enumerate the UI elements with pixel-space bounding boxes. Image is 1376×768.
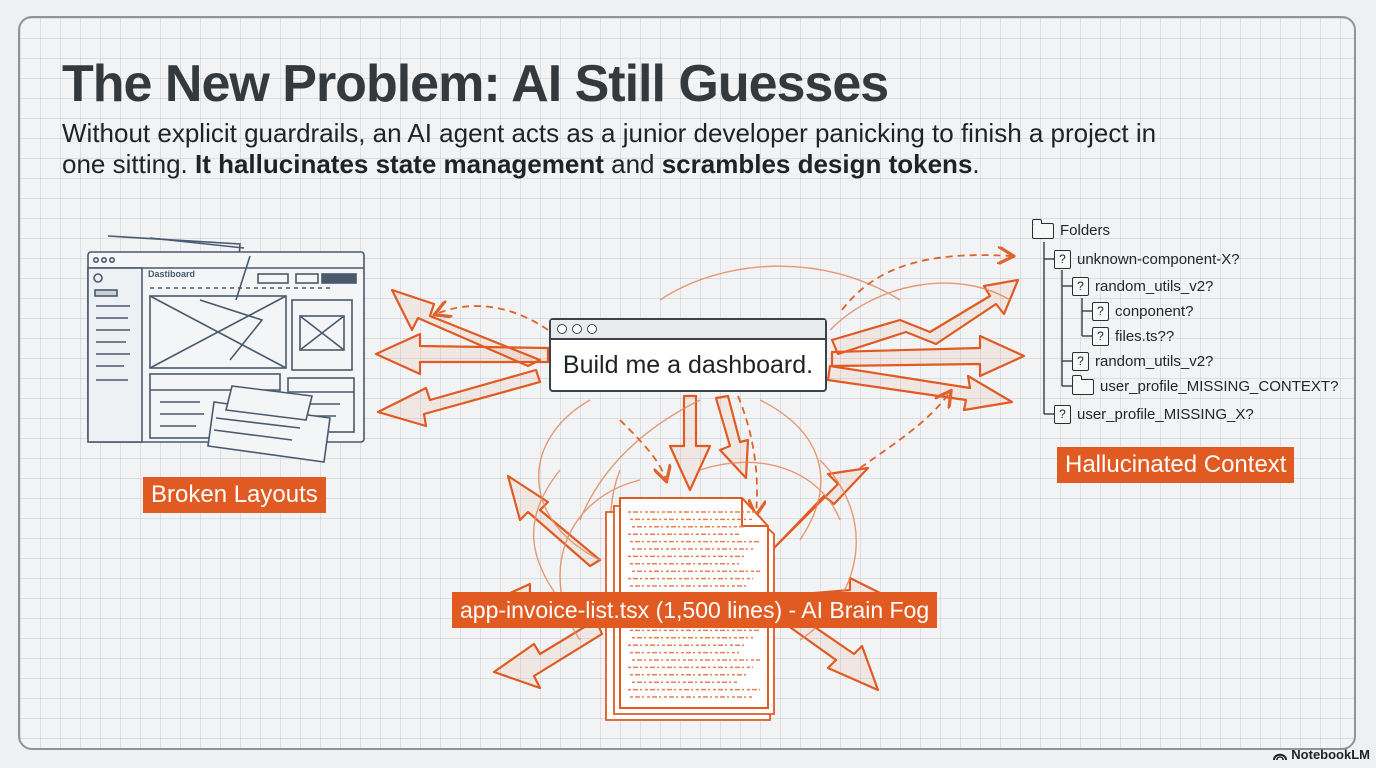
- subtitle: Without explicit guardrails, an AI agent…: [62, 118, 1182, 180]
- prompt-window-titlebar: [551, 320, 825, 340]
- tree-item: user_profile_MISSING_CONTEXT?: [1071, 374, 1339, 395]
- document-code-lines: [628, 511, 760, 698]
- tree-item: ? conponent?: [1092, 302, 1193, 321]
- window-dot-icon: [557, 324, 567, 334]
- tree-item: ? random_utils_v2?: [1072, 352, 1213, 371]
- subtitle-text-1: Without explicit guardrails, an AI agent…: [62, 118, 1157, 179]
- tree-item: ? unknown-component-X?: [1054, 250, 1240, 269]
- brand-name: NotebookLM: [1291, 747, 1370, 762]
- tree-item: ? files.ts??: [1092, 327, 1174, 346]
- question-file-icon: ?: [1054, 405, 1071, 424]
- subtitle-bold-2: scrambles design tokens: [661, 149, 973, 179]
- tree-item-label: random_utils_v2?: [1095, 278, 1214, 295]
- tree-root: Folders: [1031, 218, 1111, 239]
- tree-item-label: files.ts??: [1115, 328, 1175, 345]
- broken-layout-sketch: [87, 235, 365, 463]
- folder-icon: [1071, 374, 1094, 395]
- prompt-window: Build me a dashboard.: [549, 318, 827, 392]
- broken-layouts-label: Broken Layouts: [143, 477, 326, 513]
- window-dot-icon: [572, 324, 582, 334]
- dashed-arrows: [436, 255, 1012, 514]
- page-title: The New Problem: AI Still Guesses: [62, 55, 889, 113]
- brand-watermark: NotebookLM: [1273, 747, 1370, 762]
- subtitle-text-3: .: [972, 149, 980, 179]
- tree-item-label: unknown-component-X?: [1077, 251, 1240, 268]
- tree-root-label: Folders: [1060, 222, 1111, 239]
- tree-item-label: conponent?: [1115, 303, 1194, 320]
- tree-item: ? user_profile_MISSING_X?: [1054, 405, 1254, 424]
- tree-item-label: user_profile_MISSING_CONTEXT?: [1100, 378, 1339, 395]
- tree-connectors: [1043, 242, 1092, 415]
- sketch-title: Dastiboard: [148, 269, 195, 279]
- folder-open-icon: [1031, 218, 1054, 239]
- question-file-icon: ?: [1092, 302, 1109, 321]
- tree-item-label: random_utils_v2?: [1095, 353, 1214, 370]
- hallucinated-context-label: Hallucinated Context: [1057, 447, 1295, 483]
- question-file-icon: ?: [1072, 352, 1089, 371]
- question-file-icon: ?: [1072, 277, 1089, 296]
- subtitle-bold-1: It hallucinates state management: [194, 149, 604, 179]
- window-dot-icon: [587, 324, 597, 334]
- subtitle-text-2: and: [603, 149, 662, 179]
- notebooklm-logo-icon: [1273, 753, 1288, 760]
- question-file-icon: ?: [1092, 327, 1109, 346]
- question-file-icon: ?: [1054, 250, 1071, 269]
- prompt-text: Build me a dashboard.: [562, 351, 814, 379]
- tree-item: ? random_utils_v2?: [1072, 277, 1213, 296]
- brain-fog-label: app-invoice-list.tsx (1,500 lines) - AI …: [452, 592, 938, 628]
- tree-item-label: user_profile_MISSING_X?: [1077, 406, 1254, 423]
